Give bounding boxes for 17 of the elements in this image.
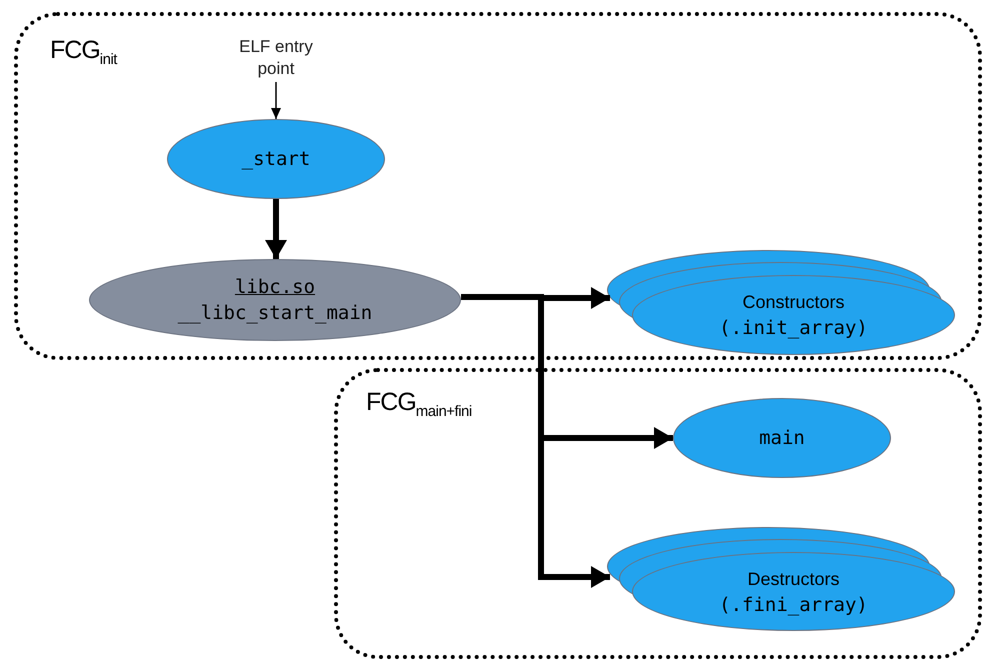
node-label: Destructors	[747, 568, 840, 590]
stacked-function-ellipses	[607, 527, 955, 631]
group-title: FCG$_{main+fini}$	[366, 388, 472, 420]
group-title: FCG$_{init}$	[50, 36, 117, 68]
node-label: main	[759, 426, 805, 451]
node-label: _start	[242, 147, 310, 172]
dotted-group-frame	[14, 12, 982, 360]
entry-label: ELF entry point	[238, 36, 314, 80]
dotted-group-frame	[334, 368, 982, 659]
node-label: libc.so	[234, 275, 316, 300]
arrow	[271, 82, 281, 119]
stacked-function-ellipses	[607, 250, 955, 355]
node-label: (.init_array)	[719, 316, 868, 341]
arrow	[265, 199, 287, 259]
node-label: (.fini_array)	[719, 592, 868, 618]
node-label: Constructors	[742, 291, 845, 314]
node-label: __libc_start_main	[178, 301, 372, 326]
